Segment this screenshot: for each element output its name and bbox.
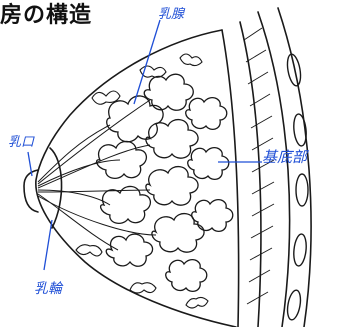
muscle-hatching	[243, 27, 275, 305]
label-areola: 乳輪	[34, 281, 62, 297]
chest-wall-outer	[221, 29, 240, 327]
rib	[293, 233, 307, 267]
areola-leader	[43, 219, 53, 271]
diagram-title: 房の構造	[0, 3, 93, 28]
fat-lobules	[75, 53, 209, 309]
label-mammary-gland: 乳腺	[158, 7, 185, 22]
milk-ducts	[37, 99, 157, 251]
mammary-gland-leader	[133, 19, 161, 105]
rib-layer-inner	[277, 7, 312, 327]
nipple-leader	[27, 151, 33, 177]
areola-curve	[49, 147, 63, 229]
rib	[286, 289, 302, 321]
nipple-shape	[23, 169, 39, 213]
label-nipple: 乳口	[8, 135, 35, 150]
label-base: 基底部	[262, 148, 308, 166]
breast-outline	[35, 29, 237, 327]
ribs	[286, 53, 309, 321]
rib	[286, 53, 302, 87]
rib	[295, 173, 309, 207]
chest-wall-inner	[239, 21, 262, 327]
rib	[293, 113, 307, 147]
rib-layer-outer	[257, 11, 291, 327]
gland-lobules	[95, 73, 234, 293]
